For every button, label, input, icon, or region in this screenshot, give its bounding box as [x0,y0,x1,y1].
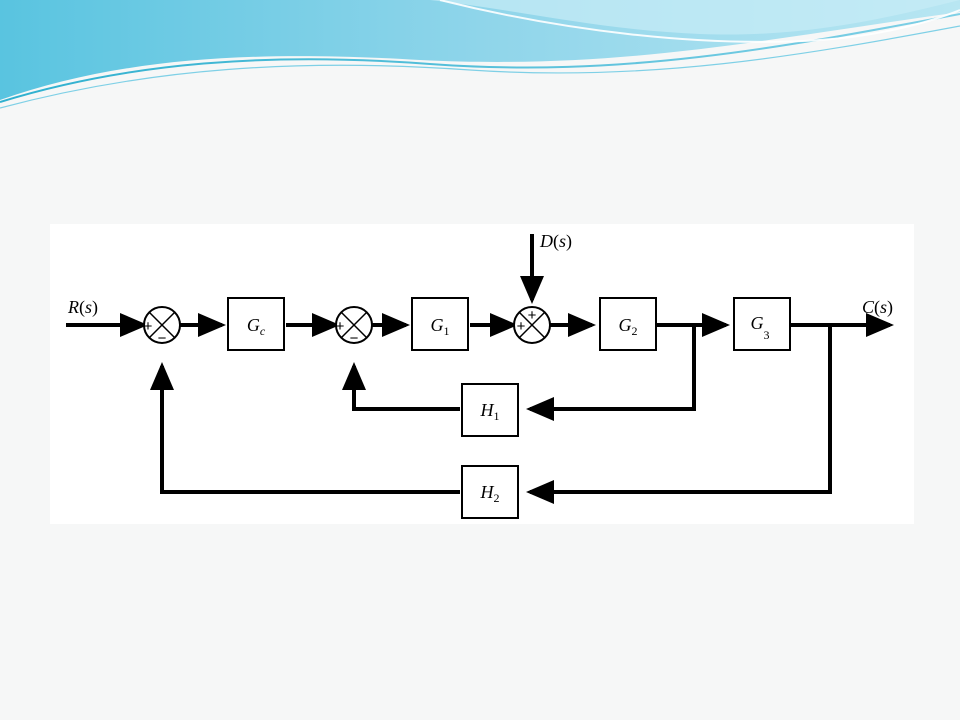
g1-subscript: 1 [444,324,450,338]
h2-feedback-out-wire [150,362,460,494]
gc-label: G [247,315,260,335]
control-system-block-diagram: + − + − + + Gc G1 G2 G3 H1 H2 R(s) [66,231,894,519]
output-signal-label: C(s) [862,297,893,318]
block-h2: H2 [461,465,519,519]
svg-text:Gc: Gc [247,315,266,338]
gc-subscript: c [260,324,266,338]
header-wave-decoration [0,0,960,109]
block-gc: Gc [227,297,285,351]
summing-junction-2: + − [335,306,373,347]
input-signal-label: R(s) [67,297,98,318]
g3-subscript: 3 [764,328,770,342]
sum1-minus-sign: − [158,330,167,347]
svg-text:H2: H2 [480,482,500,505]
summing-junction-1: + − [143,306,181,347]
h1-feedback-out-wire [342,362,460,411]
sum3-top-plus-sign: + [528,307,537,324]
h2-feedback-in-wire [526,325,832,504]
block-g1: G1 [411,297,469,351]
sum3-left-plus-sign: + [517,318,526,335]
h2-label: H [480,482,495,502]
h1-feedback-in-wire [526,325,696,421]
disturbance-signal-label: D(s) [539,231,572,252]
sum1-plus-sign: + [144,318,153,335]
svg-text:G3: G3 [751,313,770,342]
svg-text:G1: G1 [431,315,450,338]
g2-subscript: 2 [632,324,638,338]
svg-text:H1: H1 [480,400,500,423]
g3-label: G [751,313,764,333]
block-g2: G2 [599,297,657,351]
sum2-minus-sign: − [350,330,359,347]
block-h1: H1 [461,383,519,437]
block-diagram-panel: + − + − + + Gc G1 G2 G3 H1 H2 R(s) [50,224,914,524]
g2-label: G [619,315,632,335]
block-g3: G3 [733,297,791,351]
g1-label: G [431,315,444,335]
svg-text:G2: G2 [619,315,638,338]
h2-subscript: 2 [494,491,500,505]
h1-subscript: 1 [494,409,500,423]
h1-label: H [480,400,495,420]
sum2-plus-sign: + [336,318,345,335]
summing-junction-3: + + [513,306,551,344]
